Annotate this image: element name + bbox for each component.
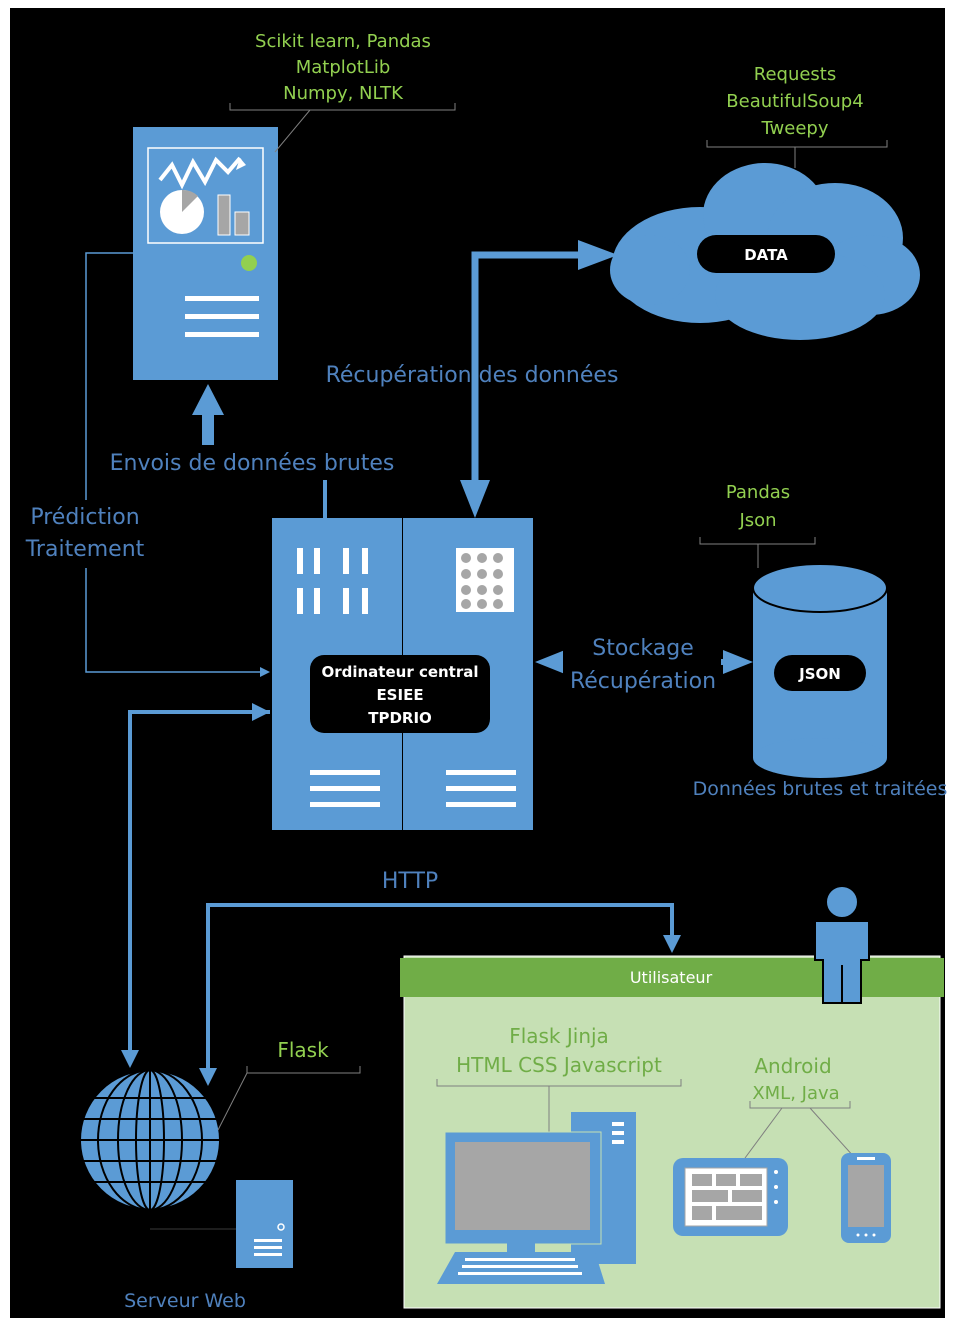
web-server-icon	[236, 1180, 293, 1268]
mobile-lib-line-2: XML, Java	[752, 1083, 839, 1104]
central-web-arrowhead-top	[252, 703, 270, 721]
web-lib-callout	[217, 1066, 361, 1131]
storage-label-bg	[563, 632, 721, 694]
prediction-label-line-1: Prédiction	[30, 505, 139, 530]
central-line-1: Ordinateur central	[321, 663, 478, 681]
web-server-caption: Serveur Web	[124, 1290, 246, 1312]
fetch-data-arrowhead-central	[460, 480, 490, 518]
desktop-computer-icon	[437, 1112, 636, 1284]
mobile-lib-line-1: Android	[754, 1054, 831, 1078]
user-bar-label: Utilisateur	[630, 968, 713, 987]
cloud-label-pill	[697, 235, 835, 273]
storage-arrowhead-left	[535, 650, 565, 674]
send-raw-arrow-shaft	[202, 412, 214, 445]
person-icon	[814, 885, 870, 1004]
fetch-data-label: Récupération des données	[326, 363, 619, 388]
prediction-arrow	[85, 252, 270, 677]
analytics-lib-line-1: Scikit learn, Pandas	[255, 31, 431, 52]
database-caption: Données brutes et traitées	[693, 778, 948, 800]
scraping-lib-line-2: BeautifulSoup4	[726, 91, 863, 112]
scraping-lib-line-1: Requests	[754, 64, 837, 85]
http-label: HTTP	[382, 869, 438, 894]
send-raw-label: Envois de données brutes	[110, 451, 395, 476]
prediction-label-bg	[18, 500, 153, 568]
analytics-libs-callout	[229, 103, 456, 153]
central-web-arrowhead-bottom	[121, 1050, 139, 1068]
storage-lib-line-1: Pandas	[726, 482, 790, 503]
mobile-libs-bracket	[744, 1101, 856, 1159]
http-link	[206, 903, 674, 1078]
central-web-link	[128, 710, 270, 1058]
cloud-label: DATA	[744, 246, 788, 264]
send-raw-arrowhead	[192, 384, 224, 415]
scraping-libs-bracket	[706, 140, 888, 168]
fetch-data-arrow	[471, 251, 578, 490]
database-label: JSON	[798, 665, 841, 683]
central-line-3: TPDRIO	[368, 709, 432, 727]
storage-label-line-1: Stockage	[592, 636, 693, 661]
prediction-label-line-2: Traitement	[25, 537, 145, 562]
http-arrowhead-web	[199, 1068, 217, 1086]
storage-label-line-2: Récupération	[570, 669, 716, 694]
web-lib: Flask	[277, 1038, 329, 1062]
analytics-server-icon	[133, 127, 278, 380]
desktop-lib-line-2: HTML CSS Javascript	[456, 1053, 662, 1077]
storage-arrowhead-right	[723, 650, 753, 674]
analytics-lib-line-3: Numpy, NLTK	[283, 83, 404, 104]
scraping-lib-line-3: Tweepy	[761, 118, 829, 139]
smartphone-icon	[841, 1153, 891, 1243]
central-line-2: ESIEE	[376, 686, 423, 704]
globe-icon	[79, 1069, 221, 1211]
database-label-pill	[774, 655, 866, 691]
analytics-lib-line-2: MatplotLib	[296, 57, 391, 78]
http-arrowhead-user	[663, 935, 681, 953]
storage-lib-line-2: Json	[738, 510, 776, 531]
server-rack-icon	[272, 518, 533, 830]
tablet-icon	[673, 1158, 788, 1236]
fetch-data-arrowhead-cloud	[578, 240, 618, 270]
storage-libs-bracket	[699, 537, 816, 568]
desktop-lib-line-1: Flask Jinja	[509, 1024, 609, 1048]
desktop-libs-bracket	[436, 1079, 682, 1140]
